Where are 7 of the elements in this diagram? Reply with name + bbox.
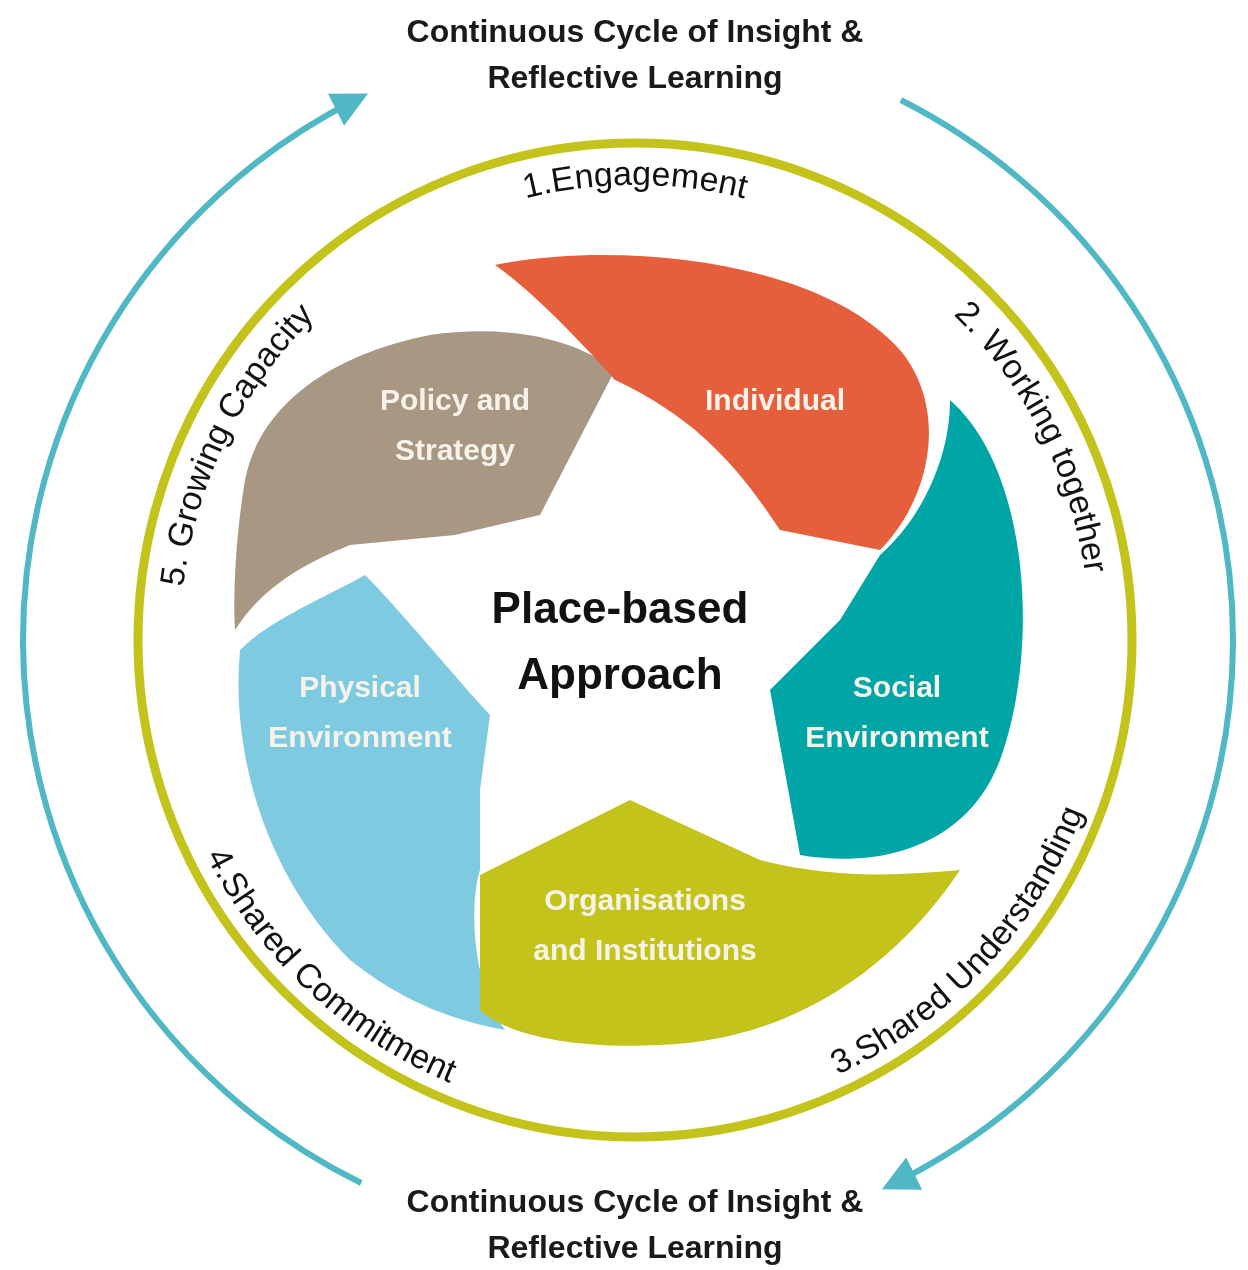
petal-label: Social Environment [804, 669, 990, 755]
petal-label: Organisations and Institutions [532, 882, 758, 968]
cycle-caption: Continuous Cycle of Insight & Reflective Learning [380, 8, 890, 100]
stage-label: 1.Engagement [518, 153, 752, 206]
petal-label: Policy and Strategy [378, 382, 531, 468]
petal-label: Individual [704, 382, 846, 418]
cycle-caption: Continuous Cycle of Insight & Reflective Learning [380, 1178, 890, 1270]
